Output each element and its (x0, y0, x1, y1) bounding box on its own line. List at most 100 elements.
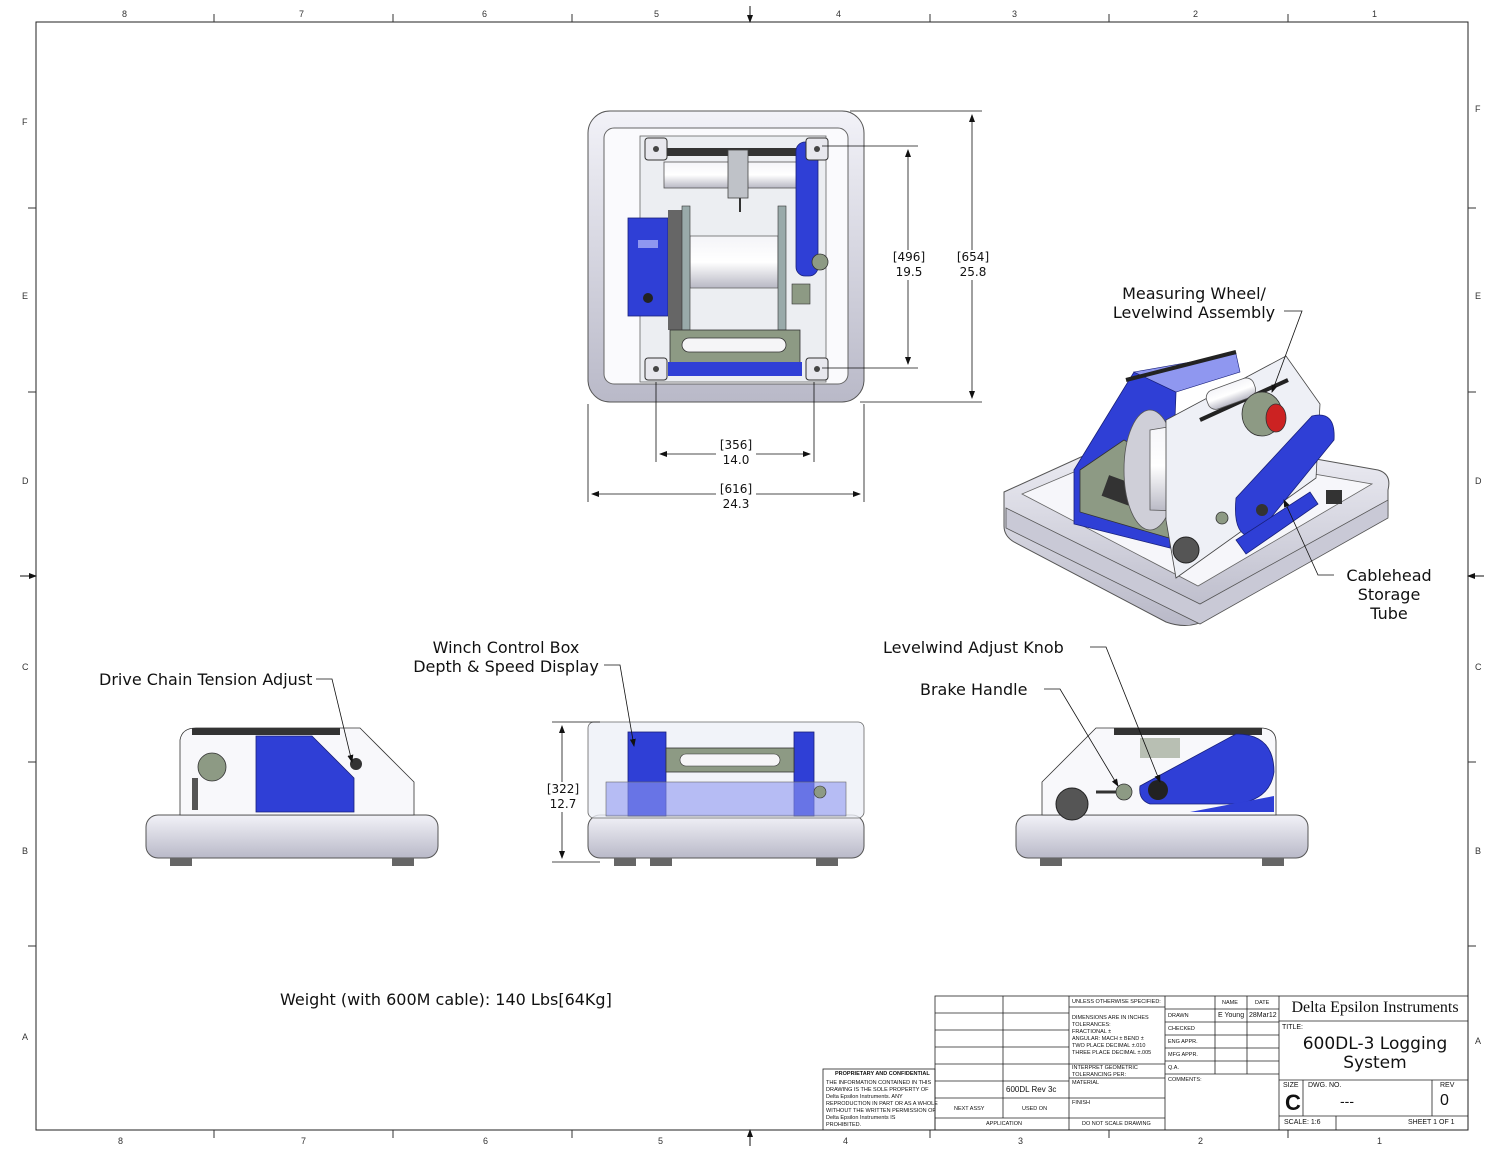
interpret-line1: INTERPRET GEOMETRIC (1072, 1065, 1138, 1071)
zone-col-8-top: 8 (122, 9, 128, 19)
comments-label: COMMENTS: (1168, 1077, 1202, 1083)
dimension-654-in: 25.8 (959, 265, 987, 279)
scale: SCALE: 1:6 (1284, 1119, 1321, 1126)
dimension-616: [616] 24.3 (716, 482, 756, 512)
zone-row-e-left: E (22, 291, 29, 301)
do-not-scale: DO NOT SCALE DRAWING (1082, 1121, 1151, 1127)
callout-winch-control-line2: Depth & Speed Display (413, 657, 599, 676)
used-on-value: 600DL Rev 3c (1006, 1085, 1057, 1094)
tolerance-line5: TWO PLACE DECIMAL ±.010 (1072, 1043, 1146, 1049)
dimension-496-in: 19.5 (895, 265, 923, 279)
drawn-date: 28Mar12 (1249, 1012, 1277, 1019)
zone-col-8-bottom: 8 (118, 1136, 124, 1146)
callout-measuring-wheel: Measuring Wheel/ Levelwind Assembly (1096, 284, 1292, 322)
zone-col-5-bottom: 5 (658, 1136, 664, 1146)
rev-value: 0 (1440, 1092, 1449, 1109)
zone-row-f-right: F (1475, 104, 1481, 114)
interpret-line2: TOLERANCING PER: (1072, 1072, 1126, 1078)
used-on-label: USED ON (1022, 1106, 1048, 1112)
tolerance-line1: DIMENSIONS ARE IN INCHES (1072, 1015, 1149, 1021)
isometric-view (1003, 350, 1390, 626)
size-value: C (1285, 1090, 1301, 1115)
drawing-title-line1: 600DL-3 Logging (1302, 1034, 1448, 1054)
qa-label: Q.A. (1168, 1065, 1180, 1071)
zone-col-7-bottom: 7 (301, 1136, 307, 1146)
proprietary-line4: REPRODUCTION IN PART OR AS A WHOLE (826, 1101, 938, 1107)
zone-col-1-top: 1 (1372, 9, 1378, 19)
size-label: SIZE (1283, 1082, 1299, 1089)
dimension-322: [322] 12.7 (544, 782, 582, 812)
callout-levelwind-knob: Levelwind Adjust Knob (883, 638, 1064, 657)
interpret-geometric: INTERPRET GEOMETRIC TOLERANCING PER: (1072, 1065, 1138, 1079)
dimension-616-mm: [616] (719, 482, 753, 496)
name-header: NAME (1222, 1000, 1238, 1006)
tolerance-line4: ANGULAR: MACH ± BEND ± (1072, 1036, 1144, 1042)
mfg-appr-label: MFG APPR. (1168, 1052, 1198, 1058)
dimension-654: [654] 25.8 (954, 250, 992, 280)
dimension-356-mm: [356] (719, 438, 753, 452)
eng-appr-label: ENG APPR. (1168, 1039, 1198, 1045)
dwg-no-label: DWG. NO. (1308, 1082, 1342, 1089)
zone-col-3-bottom: 3 (1018, 1136, 1024, 1146)
proprietary-line2: DRAWING IS THE SOLE PROPERTY OF (826, 1087, 929, 1093)
dimension-356-in: 14.0 (722, 453, 750, 467)
tolerance-line6: THREE PLACE DECIMAL ±.005 (1072, 1050, 1152, 1056)
left-side-view (145, 727, 439, 866)
zone-row-b-left: B (22, 846, 29, 856)
proprietary-line1: THE INFORMATION CONTAINED IN THIS (826, 1080, 932, 1086)
zone-col-4-bottom: 4 (843, 1136, 849, 1146)
callout-brake-handle: Brake Handle (920, 680, 1028, 699)
proprietary-line7: PROHIBITED. (826, 1122, 862, 1128)
callout-cablehead-line2: Storage (1357, 585, 1421, 604)
zone-row-a-left: A (22, 1032, 29, 1042)
zone-row-a-right: A (1475, 1036, 1482, 1046)
dimension-496-mm: [496] (892, 250, 926, 264)
zone-row-c-left: C (22, 662, 29, 672)
zone-col-4-top: 4 (836, 9, 842, 19)
sheet-border (20, 6, 1484, 1146)
unless-specified: UNLESS OTHERWISE SPECIFIED: (1072, 999, 1161, 1005)
weight-note: Weight (with 600M cable): 140 Lbs[64Kg] (280, 990, 612, 1009)
callout-cablehead-line1: Cablehead (1346, 566, 1432, 585)
drawn-label: DRAWN (1168, 1013, 1189, 1019)
zone-row-d-right: D (1475, 476, 1482, 486)
proprietary-line6: Delta Epsilon Instruments IS (826, 1115, 896, 1121)
proprietary-notice: THE INFORMATION CONTAINED IN THIS DRAWIN… (826, 1080, 938, 1129)
zone-col-3-top: 3 (1012, 9, 1018, 19)
top-view (587, 110, 865, 403)
title-block-grid (822, 995, 1469, 1131)
zone-col-2-top: 2 (1193, 9, 1199, 19)
zone-row-c-right: C (1475, 662, 1482, 672)
zone-row-f-left: F (22, 117, 28, 127)
drawing-title: 600DL-3 Logging System (1282, 1035, 1468, 1073)
material-label: MATERIAL (1072, 1080, 1100, 1086)
proprietary-line5: WITHOUT THE WRITTEN PERMISSION OF (826, 1108, 936, 1114)
zone-col-1-bottom: 1 (1377, 1136, 1383, 1146)
dimension-616-in: 24.3 (722, 497, 750, 511)
proprietary-line3: Delta Epsilon Instruments. ANY (826, 1094, 903, 1100)
zone-col-5-top: 5 (654, 9, 660, 19)
dimension-322-mm: [322] (546, 782, 580, 796)
top-view-dimensions (587, 110, 982, 502)
application-label: APPLICATION (986, 1121, 1022, 1127)
tolerance-line3: FRACTIONAL ± (1072, 1029, 1112, 1035)
zone-col-2-bottom: 2 (1198, 1136, 1204, 1146)
callout-measuring-wheel-line2: Levelwind Assembly (1112, 303, 1276, 322)
dimension-322-in: 12.7 (549, 797, 577, 811)
front-view (587, 721, 865, 866)
date-header: DATE (1255, 1000, 1270, 1006)
tolerance-line2: TOLERANCES: (1072, 1022, 1111, 1028)
right-side-view (1015, 727, 1309, 866)
zone-row-e-right: E (1475, 291, 1482, 301)
title-label: TITLE: (1282, 1024, 1304, 1031)
dimension-496: [496] 19.5 (890, 250, 928, 280)
rev-label: REV (1440, 1082, 1455, 1089)
zone-col-6-bottom: 6 (483, 1136, 489, 1146)
zone-col-6-top: 6 (482, 9, 488, 19)
zone-row-b-right: B (1475, 846, 1482, 856)
drawn-name: E Young (1218, 1012, 1245, 1019)
zone-row-d-left: D (22, 476, 29, 486)
callout-measuring-wheel-line1: Measuring Wheel/ (1122, 284, 1266, 303)
dwg-no-value: --- (1340, 1093, 1354, 1109)
